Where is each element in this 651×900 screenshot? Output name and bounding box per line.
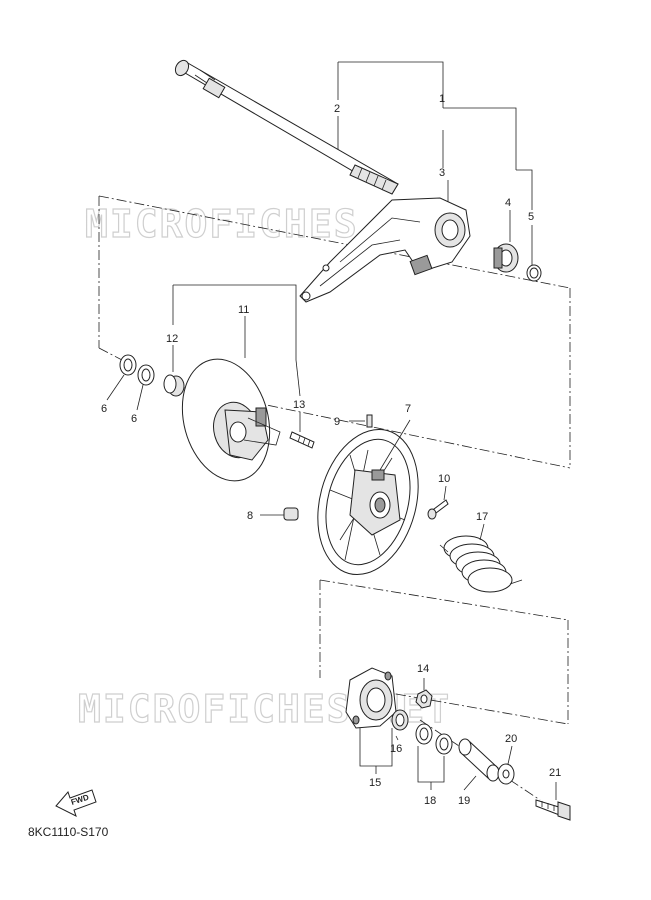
callout-8: 8 (247, 510, 253, 522)
callout-18: 18 (424, 795, 436, 807)
screw-part-10 (427, 485, 449, 520)
spring-part-17 (439, 523, 523, 593)
washer-part-6b (137, 364, 155, 386)
washer-part-18a (415, 723, 433, 745)
slider-part-8 (260, 507, 299, 521)
shaft-part-2 (174, 59, 399, 195)
bush-part-12 (163, 374, 185, 397)
callout-labels: 1 2 3 4 5 6 6 7 8 9 10 11 12 13 14 15 16… (101, 93, 561, 807)
leader-lines-lower (106, 374, 557, 800)
leader-group-11 (172, 284, 301, 432)
callout-9: 9 (334, 416, 340, 428)
callout-13: 13 (293, 399, 305, 411)
sheave-part-7 (317, 419, 419, 576)
callout-7: 7 (405, 403, 411, 415)
circlip-part-5 (526, 264, 542, 282)
dashed-frame-upper (98, 195, 571, 469)
callout-15: 15 (369, 777, 381, 789)
stud-part-13 (289, 431, 315, 449)
callout-12: 12 (166, 333, 178, 345)
sheave-part-11 (181, 358, 281, 482)
callout-2: 2 (334, 103, 340, 115)
callout-14: 14 (417, 663, 429, 675)
pin-part-9 (349, 414, 373, 428)
callout-11: 11 (238, 304, 249, 316)
callout-4: 4 (505, 197, 511, 209)
diagram-code: 8KC1110-S170 (28, 825, 109, 839)
housing-part-15 (345, 667, 397, 729)
callout-1: 1 (439, 93, 445, 105)
fwd-arrow-icon: FWD (55, 789, 97, 817)
bearing-part-4 (493, 243, 519, 273)
callout-3: 3 (439, 167, 445, 179)
washer-part-20 (497, 763, 515, 785)
callout-17: 17 (476, 511, 488, 523)
seal-part-16 (391, 709, 409, 731)
collar-part-19 (458, 738, 500, 782)
callout-6a: 6 (101, 403, 107, 415)
arm-part-3 (299, 197, 471, 303)
washer-part-18b (435, 733, 453, 755)
callout-16: 16 (390, 743, 402, 755)
leader-group-1 (337, 61, 533, 268)
washer-part-6a (119, 354, 137, 376)
callout-20: 20 (505, 733, 517, 745)
callout-10: 10 (438, 473, 450, 485)
callout-5: 5 (528, 211, 534, 223)
callout-21: 21 (549, 767, 561, 779)
nut-part-14 (415, 689, 433, 709)
bolt-part-21 (535, 799, 571, 821)
callout-19: 19 (458, 795, 470, 807)
callout-6b: 6 (131, 413, 137, 425)
